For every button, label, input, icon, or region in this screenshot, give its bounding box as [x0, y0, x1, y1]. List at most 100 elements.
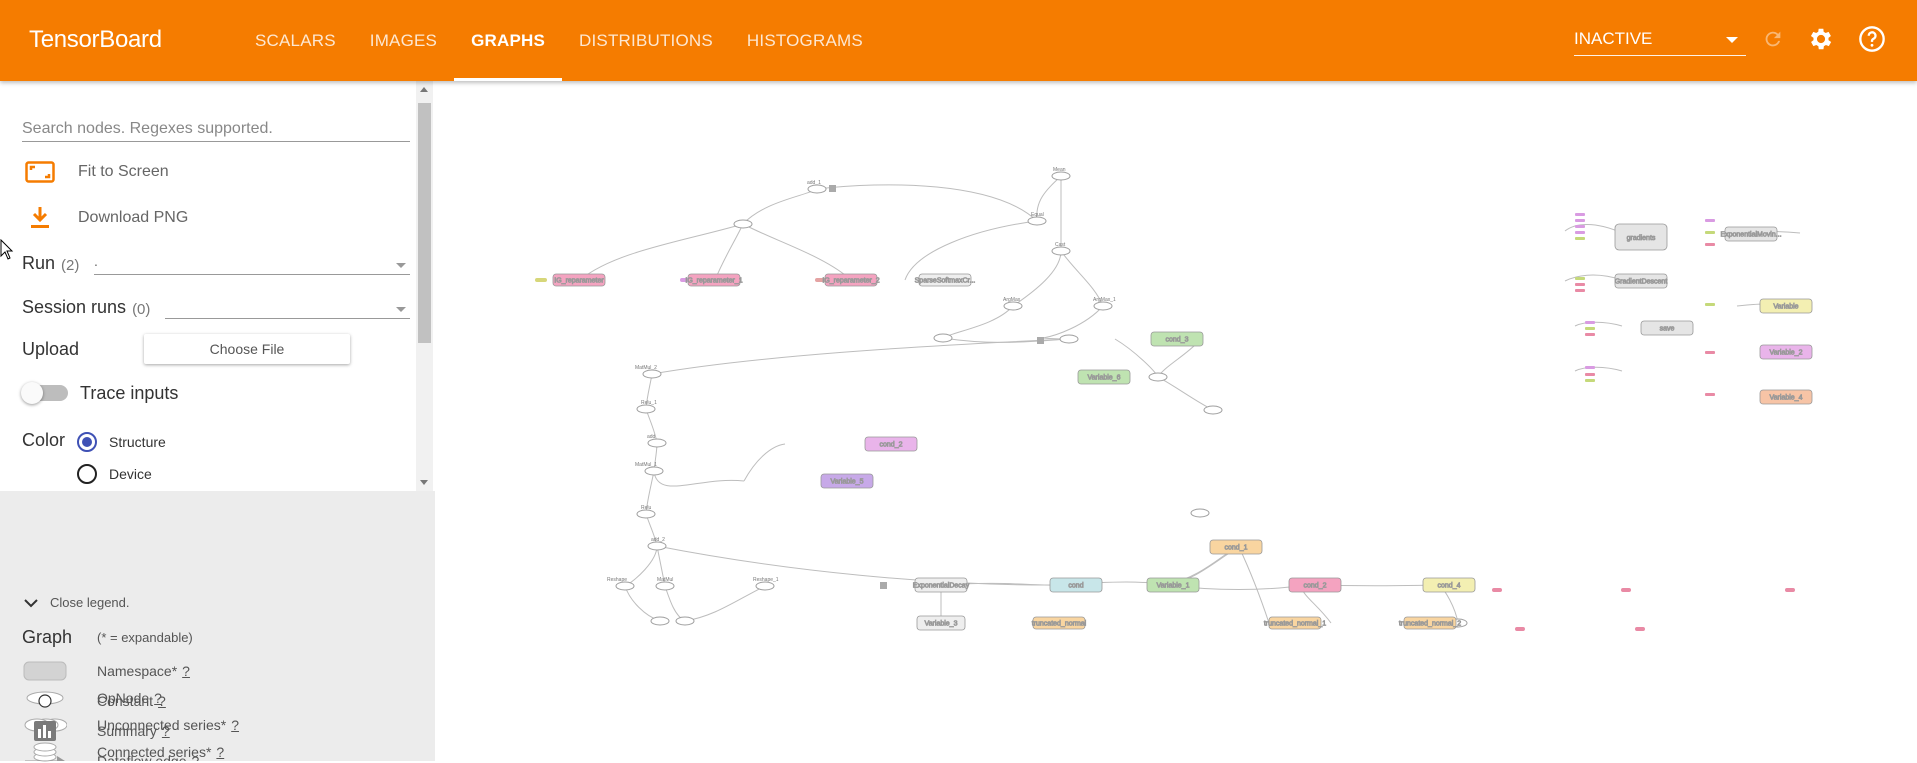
graph-node-label: save [1660, 326, 1675, 333]
graph-node-label: cond [1068, 583, 1083, 590]
color-device-radio[interactable] [77, 464, 97, 484]
graph-node-label: truncated_normal_1 [1264, 621, 1326, 628]
graph-node-label: Variable_5 [831, 479, 864, 486]
graph-node-label: Variable_6 [1088, 375, 1121, 382]
chevron-down-icon [1726, 37, 1738, 43]
legend-note: (* = expandable) [97, 630, 193, 645]
legend-connected-series: Connected series*? [22, 741, 224, 763]
graph-op-label: Reshape [607, 577, 627, 583]
graph-op-label: ArgMax_1 [1093, 297, 1116, 303]
graph-controls: Fit to Screen Download PNG Run (2) . Ses… [0, 81, 435, 491]
toggle-knob [21, 382, 43, 404]
run-label: Run [22, 253, 56, 273]
trace-inputs-row: Trace inputs [80, 383, 178, 404]
trace-inputs-toggle[interactable] [21, 382, 68, 404]
run-count: (2) [61, 257, 80, 274]
refresh-icon[interactable] [1758, 24, 1788, 54]
graph-node-label: cond_2 [880, 442, 903, 449]
help-link[interactable]: ? [182, 663, 190, 679]
chevron-down-icon [396, 263, 406, 268]
opnode-icon [22, 687, 67, 709]
color-structure-radio[interactable] [77, 432, 97, 452]
tab-histograms[interactable]: HISTOGRAMS [746, 30, 863, 50]
graph-node-label: cond_1 [1225, 545, 1248, 552]
download-png-button[interactable]: Download PNG [22, 205, 188, 231]
legend-namespace-label: Namespace* [97, 663, 178, 679]
close-legend-button[interactable]: Close legend. [24, 595, 130, 610]
graph-canvas[interactable]: IG_reparameter IG_reparameter_1 IG_repar… [435, 81, 1917, 761]
help-icon[interactable] [1857, 24, 1887, 54]
graph-op-label: MatMul_1 [635, 462, 657, 468]
graph-node-label: truncated_normal_2 [1399, 621, 1461, 628]
tab-distributions[interactable]: DISTRIBUTIONS [579, 30, 713, 50]
graph-op-label: MatMul [657, 577, 673, 583]
session-runs-row: Session runs (0) [22, 297, 150, 318]
namespace-icon [22, 660, 67, 682]
chevron-down-icon [24, 598, 38, 607]
help-link[interactable]: ? [216, 744, 225, 760]
legend-unconnected-label: Unconnected series* [97, 717, 227, 733]
run-row: Run (2) [22, 253, 79, 274]
inactive-select-value: INACTIVE [1574, 29, 1653, 48]
scrollbar-thumb[interactable] [418, 103, 431, 343]
scroll-down-icon[interactable] [420, 480, 428, 485]
graph-node-label: Variable_1 [1157, 583, 1190, 590]
graph-op-label: MatMul_2 [635, 365, 657, 371]
graph-node-label: ExponentialMovin... [1720, 232, 1781, 239]
tab-bar: SCALARS IMAGES GRAPHS DISTRIBUTIONS HIST… [238, 0, 880, 81]
tab-images[interactable]: IMAGES [369, 30, 438, 50]
fit-to-screen-button[interactable]: Fit to Screen [22, 159, 169, 185]
graph-node-label: IG_reparameter_2 [822, 278, 879, 285]
fit-screen-icon [22, 159, 57, 185]
graph-svg[interactable]: IG_reparameter IG_reparameter_1 IG_repar… [435, 81, 1917, 761]
sidebar-scrollbar[interactable] [416, 81, 433, 491]
unconnected-series-icon [22, 714, 67, 736]
tab-scalars[interactable]: SCALARS [255, 30, 336, 50]
color-structure-label: Structure [109, 434, 166, 450]
choose-file-button[interactable]: Choose File [144, 334, 350, 364]
graph-op-label: Relu [641, 505, 652, 511]
legend-namespace: Namespace*? [22, 660, 190, 682]
graph-op-label: add_1 [807, 180, 821, 186]
session-runs-dropdown[interactable] [165, 297, 410, 319]
help-link[interactable]: ? [154, 690, 162, 706]
graph-node-label: Variable [1773, 304, 1798, 311]
scroll-up-icon[interactable] [420, 87, 428, 92]
color-label: Color [22, 430, 66, 450]
trace-inputs-label: Trace inputs [80, 383, 179, 403]
legend-unconnected-series: Unconnected series*? [22, 714, 239, 736]
graph-legend: Close legend. Graph (* = expandable) Nam… [0, 491, 435, 763]
settings-gear-icon[interactable] [1806, 24, 1836, 54]
help-link[interactable]: ? [231, 717, 239, 733]
legend-connected-label: Connected series* [97, 744, 212, 760]
graph-node-label: GradientDescent [1615, 279, 1668, 286]
graph-op-label: Mean [1053, 167, 1066, 173]
close-legend-label: Close legend. [50, 595, 130, 610]
graph-node-label: gradients [1627, 235, 1656, 242]
color-row: Color [22, 430, 65, 451]
fit-to-screen-label: Fit to Screen [78, 163, 169, 180]
session-runs-label: Session runs [22, 297, 127, 317]
session-runs-count: (0) [132, 301, 151, 318]
graph-node-label: Variable_2 [1770, 350, 1803, 357]
tab-graphs[interactable]: GRAPHS [454, 0, 562, 81]
graph-op-label: Reshape_1 [753, 577, 779, 583]
chevron-down-icon [396, 307, 406, 312]
upload-row: Upload [22, 339, 79, 360]
connected-series-icon [22, 741, 67, 763]
graph-node-label: IG_reparameter [554, 278, 604, 285]
graph-op-label: Equal [1031, 212, 1044, 218]
mouse-cursor-icon [0, 239, 14, 260]
run-dropdown[interactable]: . [94, 253, 410, 275]
graph-node-label: cond_4 [1438, 583, 1461, 590]
color-device-label: Device [109, 466, 152, 482]
graph-op-label: add_2 [651, 537, 665, 543]
inactive-dashboards-select[interactable]: INACTIVE [1574, 26, 1746, 56]
run-dropdown-value: . [94, 253, 98, 269]
app-title: TensorBoard [29, 26, 162, 53]
graph-node-label: ExponentialDecay [913, 583, 970, 590]
upload-label: Upload [22, 339, 80, 359]
graph-op-label: add [647, 434, 656, 440]
search-nodes-input[interactable] [22, 117, 410, 142]
graph-op-label: ArgMax [1003, 297, 1021, 303]
